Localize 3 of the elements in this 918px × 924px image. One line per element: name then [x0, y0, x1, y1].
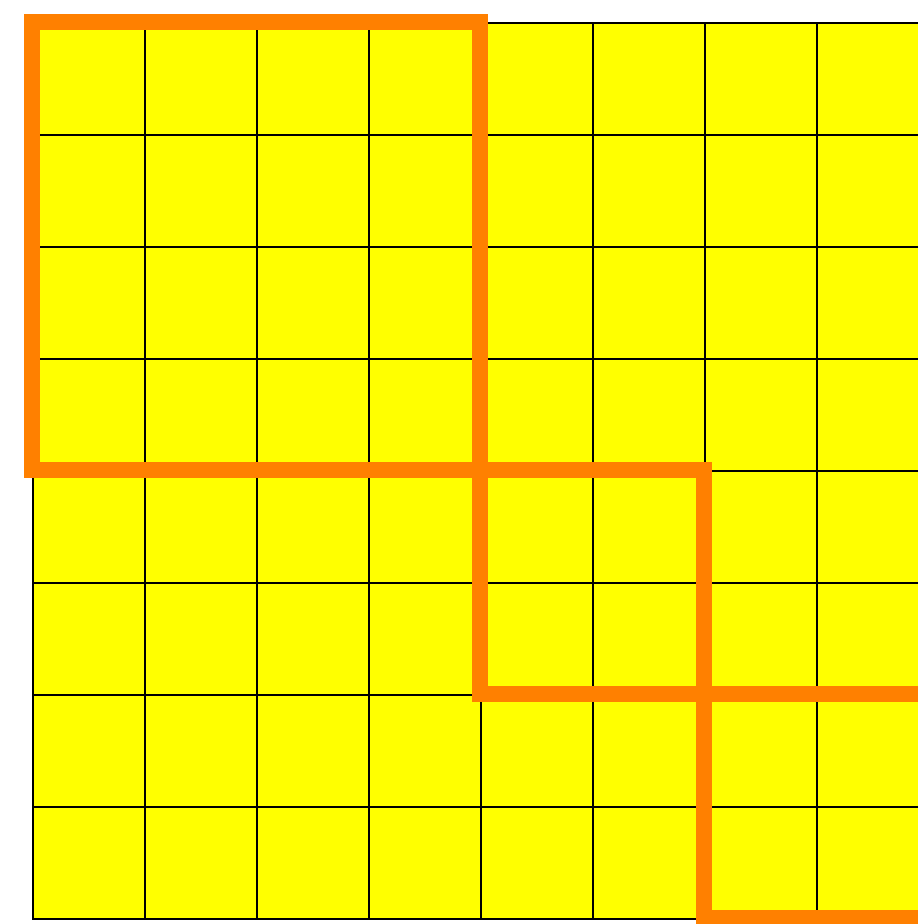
- square-outline: [472, 462, 712, 702]
- square-outline: [24, 14, 488, 478]
- square-outline: [696, 686, 918, 924]
